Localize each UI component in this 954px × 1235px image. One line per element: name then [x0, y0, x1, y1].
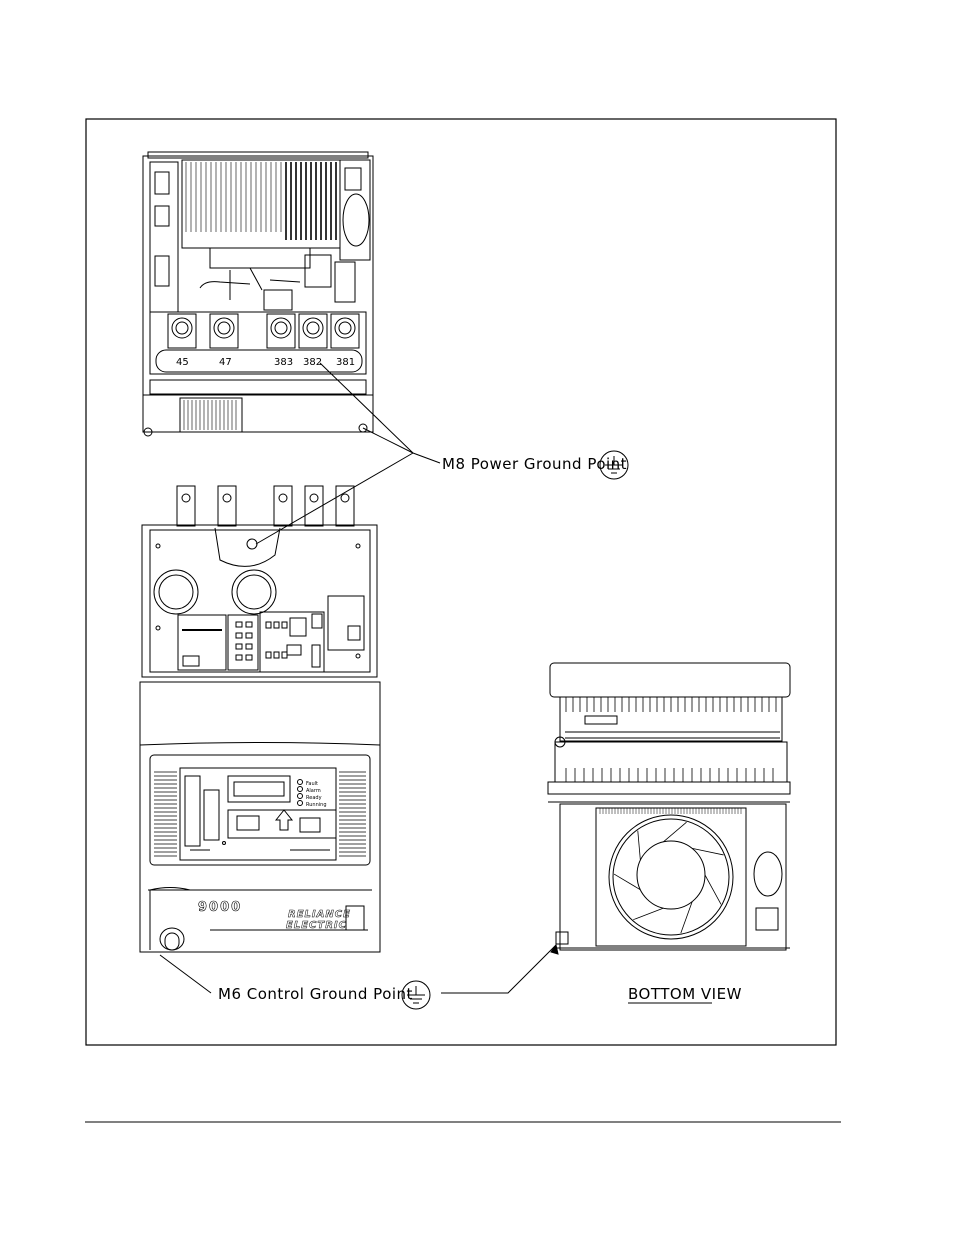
grille-left	[154, 771, 177, 857]
led-label-running: Running	[306, 802, 327, 808]
terminal-label-47: 47	[219, 357, 232, 368]
terminal-label-383: 383	[274, 357, 293, 368]
fan-blades	[599, 808, 742, 934]
callout-power-ground: M8 Power Ground Point	[442, 455, 627, 473]
terminal-studs	[167, 313, 360, 349]
led-labels: Fault Alarm Ready Running	[306, 781, 327, 808]
model-logo: 9000	[198, 900, 242, 915]
terminal-labels: 45 47 383 382 381	[176, 357, 355, 368]
terminal-label-381: 381	[336, 357, 355, 368]
bottom-view-caption: BOTTOM VIEW	[628, 985, 742, 1003]
led-label-alarm: Alarm	[306, 788, 321, 794]
heatsink-fins	[185, 162, 337, 240]
led-label-fault: Fault	[306, 781, 318, 787]
brand-logo-line1: RELIANCE	[288, 909, 351, 920]
terminal-label-382: 382	[303, 357, 322, 368]
bottom-view-fins-lower	[565, 768, 774, 782]
bus-bars	[176, 485, 355, 527]
circuit-board-parts	[182, 621, 288, 667]
bottom-view-drawing	[547, 662, 791, 951]
ground-symbol-icon	[401, 980, 431, 1010]
front-view-drawing	[139, 485, 381, 953]
bottom-view-fins-upper	[565, 697, 777, 712]
callout-control-ground: M6 Control Ground Point	[218, 985, 413, 1003]
led-label-ready: Ready	[306, 795, 322, 801]
ground-symbol-icon	[599, 450, 629, 480]
grille-right	[339, 771, 366, 857]
leader-lines	[159, 362, 559, 994]
top-view-drawing	[142, 151, 374, 437]
terminal-label-45: 45	[176, 357, 189, 368]
figure-frame	[85, 118, 837, 1046]
vent-slots	[183, 400, 237, 430]
brand-logo-line2: ELECTRIC	[286, 920, 347, 931]
